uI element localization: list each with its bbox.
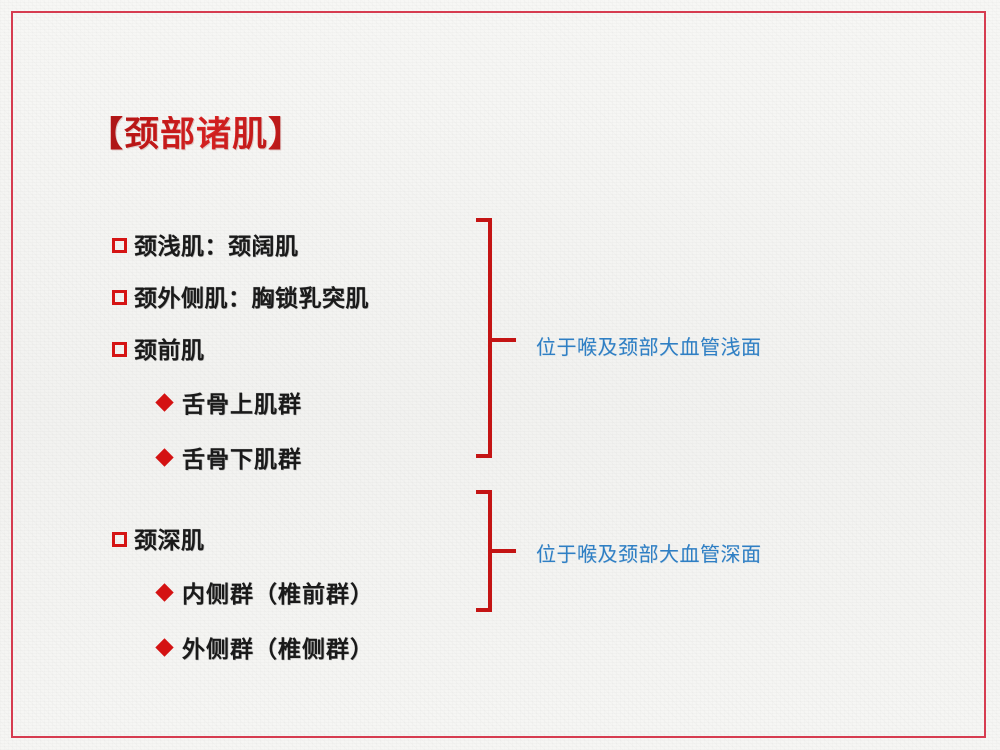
list-item-label: 舌骨下肌群: [182, 446, 302, 473]
hollow-square-bullet-icon: [112, 341, 127, 357]
solid-diamond-bullet-icon: [155, 393, 174, 412]
solid-diamond-bullet-icon: [155, 638, 174, 657]
annotation-superficial: 位于喉及颈部大血管浅面: [536, 335, 762, 359]
list-item: 颈前肌: [112, 322, 532, 374]
list-item: 舌骨下肌群: [112, 429, 532, 484]
list-item: 舌骨上肌群: [112, 374, 532, 429]
list-item-label: 颈外侧肌：胸锁乳突肌: [134, 286, 369, 312]
annotation-deep: 位于喉及颈部大血管深面: [536, 542, 762, 566]
list-item-label: 颈深肌: [134, 528, 205, 554]
solid-diamond-bullet-icon: [155, 448, 174, 467]
hollow-square-bullet-icon: [112, 289, 127, 305]
list-item: 外侧群（椎侧群）: [112, 619, 532, 674]
solid-diamond-bullet-icon: [155, 583, 174, 602]
list-item-label: 颈浅肌：颈阔肌: [134, 234, 299, 260]
list-item-label: 舌骨上肌群: [182, 391, 302, 418]
list-item: 颈浅肌：颈阔肌: [112, 218, 532, 270]
page-title: 【颈部诸肌】: [88, 114, 305, 155]
group-brace-upper-icon: [474, 216, 520, 460]
list-item: 颈深肌: [112, 512, 532, 564]
hollow-square-bullet-icon: [112, 531, 127, 547]
group-brace-lower-icon: [474, 489, 520, 614]
list-item-label: 外侧群（椎侧群）: [182, 636, 374, 663]
list-item-label: 内侧群（椎前群）: [182, 581, 374, 608]
list-item: 颈外侧肌：胸锁乳突肌: [112, 270, 532, 322]
hollow-square-bullet-icon: [112, 237, 127, 253]
list-item: 内侧群（椎前群）: [112, 564, 532, 619]
list-item-label: 颈前肌: [134, 338, 205, 364]
muscle-outline-list: 颈浅肌：颈阔肌 颈外侧肌：胸锁乳突肌 颈前肌 舌骨上肌群 舌骨下肌群 颈深肌 内…: [112, 218, 532, 674]
